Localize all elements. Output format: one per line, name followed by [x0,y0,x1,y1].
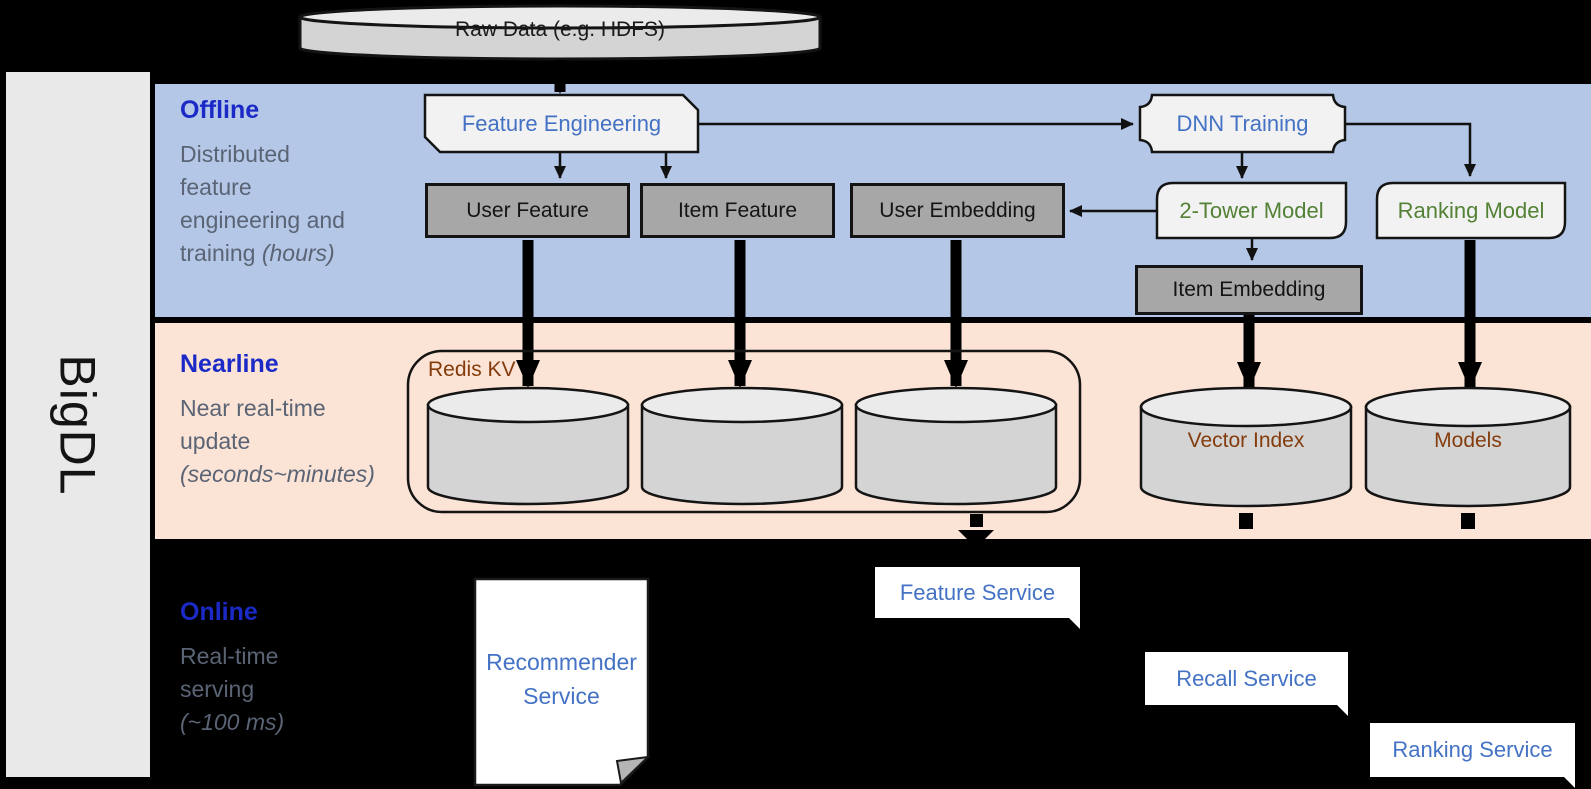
ranking-service-card: Ranking Service [1370,723,1575,788]
item-embedding-node: Item Embedding [1135,265,1363,315]
dashed-link-models [1461,513,1475,554]
models-cylinder [1364,386,1572,508]
item-feature-node: Item Feature [640,183,835,238]
recommender-service-label: Recommender Service [486,649,637,709]
vector-index-label: Vector Index [1187,429,1305,452]
redis-cylinder-1 [426,386,630,506]
user-feature-node: User Feature [425,183,630,238]
bigdl-sidebar: BigDL [6,72,150,777]
online-section-desc: Real-time serving (~100 ms) [180,643,285,735]
dnn-training-node: DNN Training [1176,110,1309,136]
two-tower-model-shape [1155,181,1348,240]
redis-cylinder-2 [640,386,844,506]
user-embedding-node: User Embedding [850,183,1065,238]
recall-service-card: Recall Service [1145,652,1348,716]
redis-kv-label: Redis KV [428,358,516,381]
nearline-section-desc: Near real-time update (seconds~minutes) [180,395,375,487]
ranking-model-shape [1375,181,1567,240]
nearline-section-title: Nearline [180,350,279,378]
offline-section-title: Offline [180,96,260,124]
raw-data-cylinder [298,4,822,61]
redis-cylinder-3 [854,386,1058,506]
models-label: Models [1434,429,1502,452]
arrow-dnn-to-rankingmodel [1345,122,1476,177]
vector-index-cylinder [1139,386,1353,508]
offline-section-desc: Distributed feature engineering and trai… [180,141,345,266]
redis-kv-container [406,349,1082,514]
feature-service-card: Feature Service [875,567,1080,629]
dashed-arrow-redis-to-featureservice [958,514,994,548]
raw-data-label: Raw Data (e.g. HDFS) [454,18,666,41]
dnn-training-shape [1138,93,1347,154]
two-tower-model-node: 2-Tower Model [1179,197,1324,223]
feature-engineering-node: Feature Engineering [461,110,662,136]
online-section-title: Online [180,598,258,626]
feature-engineering-shape [423,93,700,154]
dashed-link-vectorindex [1239,513,1253,554]
recommender-service-document [473,577,651,787]
ranking-model-node: Ranking Model [1397,197,1545,223]
